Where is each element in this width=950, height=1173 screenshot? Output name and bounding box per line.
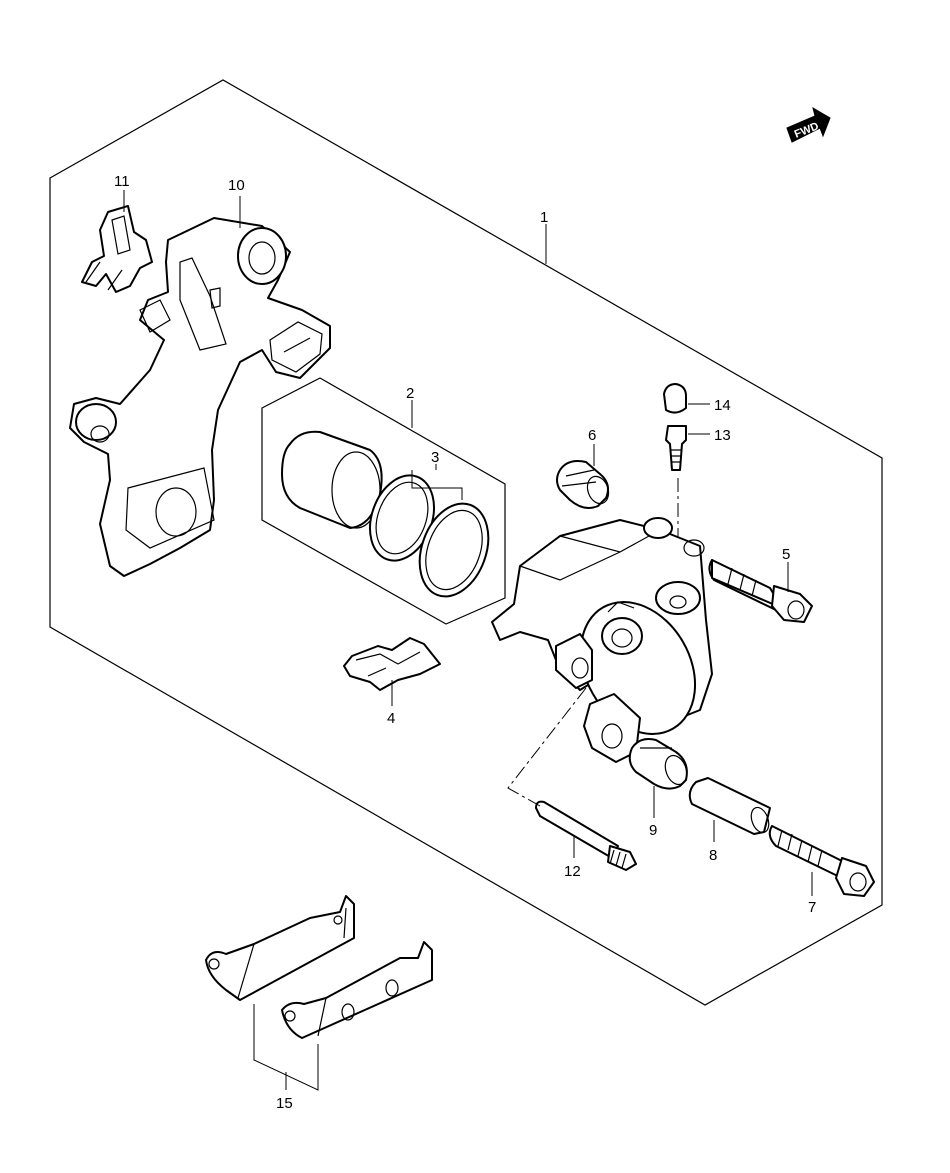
pad-retainer-part-4 (343, 637, 441, 691)
callout-8: 8 (709, 847, 717, 864)
callout-11: 11 (114, 173, 130, 190)
caliper-body (491, 517, 713, 763)
callout-5: 5 (782, 546, 790, 563)
callout-10: 10 (228, 177, 245, 194)
boot-part-6 (556, 460, 610, 509)
callout-13: 13 (714, 427, 731, 444)
slide-pin-part-12 (535, 800, 637, 871)
seals-part-3 (369, 474, 490, 598)
callout-14: 14 (714, 397, 731, 414)
bolt-part-7 (768, 825, 875, 897)
leader-lines (123, 190, 813, 1091)
pin-bolt-part-5 (708, 559, 813, 623)
callout-12: 12 (564, 863, 581, 880)
bleeder-cap-part-14 (663, 383, 687, 414)
boot-part-9 (628, 738, 688, 790)
piston-seal-group-outline (261, 377, 506, 625)
callout-9: 9 (649, 822, 657, 839)
sleeve-part-8 (688, 777, 771, 835)
callout-numbers: 1 2 3 4 5 6 7 8 9 10 11 12 13 14 15 (114, 173, 816, 1112)
brake-pads-part-15 (205, 895, 433, 1039)
piston-part-2 (281, 430, 383, 529)
caliper-bracket-part-10 (69, 217, 331, 577)
bleeder-screw-part-13 (665, 425, 687, 471)
forward-arrow-icon: FWD (786, 106, 831, 143)
pad-spring-part-11 (81, 205, 153, 293)
callout-4: 4 (387, 710, 395, 727)
callout-1: 1 (540, 209, 548, 226)
callout-15: 15 (276, 1095, 293, 1112)
callout-7: 7 (808, 899, 816, 916)
callout-3: 3 (431, 449, 439, 466)
callout-6: 6 (588, 427, 596, 444)
slide-pin-axis-line (507, 687, 587, 807)
assembly-outline (49, 79, 883, 1006)
callout-2: 2 (406, 385, 414, 402)
